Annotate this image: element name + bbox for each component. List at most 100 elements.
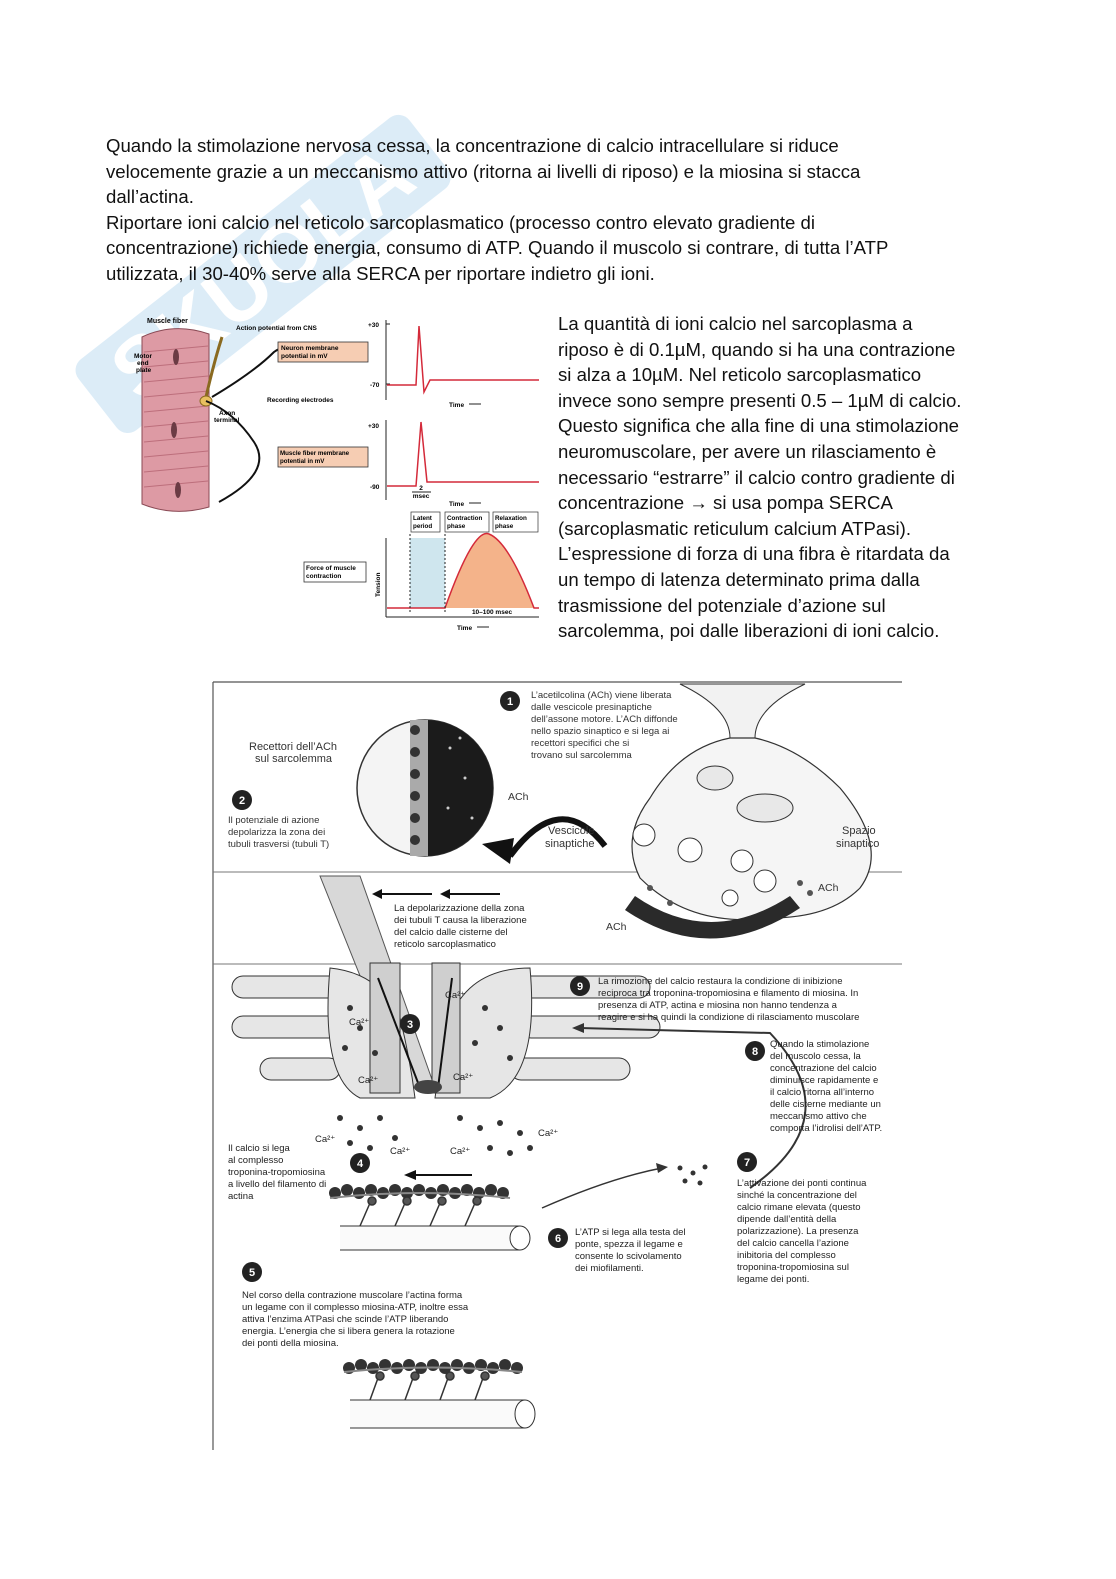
muscle-box-line: Muscle fiber membrane (280, 450, 350, 457)
svg-text:2: 2 (239, 795, 245, 807)
step-badge-7: 7 (737, 1152, 757, 1172)
step-badge-5: 5 (242, 1262, 262, 1282)
svg-text:9: 9 (577, 981, 583, 993)
side-line: L’espressione di forza di una fibra è ri… (558, 543, 950, 565)
step7-line: L’attivazione dei ponti continua (737, 1178, 867, 1189)
step-badge-2: 2 (232, 790, 252, 810)
muscle-potential-graph: +30 -90 2 msec Time (368, 420, 539, 508)
step7-line: calcio rimane elevata (questo (737, 1202, 861, 1213)
side-line: sarcolemma, poi dalle liberazioni di ion… (558, 620, 940, 642)
calcium-bind-line: Il calcio si lega (228, 1143, 290, 1154)
calcium-label: Ca²⁺ (358, 1075, 378, 1086)
svg-text:5: 5 (249, 1267, 255, 1279)
intro-line: utilizzata, il 30-40% serve alla SERCA p… (106, 262, 655, 284)
side-line: un tempo di latenza determinato prima da… (558, 568, 920, 590)
svg-text:8: 8 (752, 1046, 758, 1058)
step7-line: del calcio cancella l’azione (737, 1238, 849, 1249)
side-line: (sarcoplasmatic reticulum calcium ATPasi… (558, 517, 912, 539)
actin-filament-upper (329, 1184, 511, 1199)
intro-line: velocemente grazie a un meccanismo attiv… (106, 160, 861, 182)
calcium-label: Ca²⁺ (445, 990, 465, 1001)
label-motor: Motor (134, 353, 153, 360)
actin-filament-lower (343, 1359, 523, 1374)
time-label: Time (449, 501, 464, 508)
calcium-label: Ca²⁺ (349, 1017, 369, 1028)
myosin-filament-upper (340, 1196, 531, 1251)
label-end: end (137, 360, 149, 367)
depol-line: La depolarizzazione della zona (394, 903, 525, 914)
step6-line: consente lo scivolamento (575, 1251, 682, 1262)
step-badge-4: 4 (350, 1153, 370, 1173)
step5-line: dei ponti della miosina. (242, 1338, 339, 1349)
intro-line: Quando la stimolazione nervosa cessa, la… (106, 135, 839, 156)
intro-line: dall’actina. (106, 186, 194, 208)
step-badge-3: 3 (400, 1014, 420, 1034)
calcium-label: Ca²⁺ (450, 1146, 470, 1157)
action-potential-figure: Muscle fiber Motor end plate Action pote… (134, 318, 539, 632)
step6-line: ponte, spezza il legame e (575, 1239, 683, 1250)
step6-line: L’ATP si lega alla testa del (575, 1227, 686, 1238)
excitation-contraction-figure: 1 2 L’acetilcolina (ACh) viene liberata … (212, 681, 902, 1450)
svg-text:7: 7 (744, 1157, 750, 1169)
relaxation-label: phase (495, 523, 514, 530)
depol-line: reticolo sarcoplasmatico (394, 939, 496, 950)
step1-line: dalle vescicole presinaptiche (531, 702, 652, 713)
tension-label: Tension (375, 573, 382, 597)
step2-line: Il potenziale di azione (228, 815, 319, 826)
msec-label: msec (413, 493, 430, 500)
depol-line: dei tubuli T causa la liberazione (394, 915, 527, 926)
neuron-potential-graph: +30 -70 Time (368, 320, 539, 409)
latent-label: Latent (413, 515, 433, 522)
force-box-line: contraction (306, 573, 341, 580)
svg-text:3: 3 (407, 1019, 413, 1031)
space-label: Spazio (842, 825, 876, 837)
step2-line: depolarizza la zona dei (228, 827, 325, 838)
calcium-label: Ca²⁺ (390, 1146, 410, 1157)
calcium-bind-line: troponina-tropomiosina (228, 1167, 326, 1178)
label-action-potential: Action potential from CNS (236, 325, 318, 332)
label-recording-electrodes: Recording electrodes (267, 397, 334, 404)
step8-line: meccanismo attivo che (770, 1111, 867, 1122)
intro-paragraph: Quando la stimolazione nervosa cessa, la… (106, 133, 1006, 287)
step8-line: comporta l’idrolisi dell’ATP. (770, 1123, 882, 1134)
step8-line: del muscolo cessa, la (770, 1051, 862, 1062)
tick-label: -70 (370, 382, 380, 389)
depol-line: del calcio dalle cisterne del (394, 927, 508, 938)
svg-text:4: 4 (357, 1158, 364, 1170)
calcium-label: Ca²⁺ (538, 1128, 558, 1139)
side-line: Questo significa che alla fine di una st… (558, 415, 960, 437)
step8-line: diminuisce rapidamente e (770, 1075, 878, 1086)
relaxation-label: Relaxation (495, 515, 527, 522)
step7-line: sinché la concentrazione del (737, 1190, 857, 1201)
step1-line: nello spazio sinaptico e si lega ai (531, 726, 669, 737)
vesicles-label: sinaptiche (545, 838, 595, 850)
intro-line: concentrazione) richiede energia, consum… (106, 237, 889, 259)
step-badge-1: 1 (500, 691, 520, 711)
contraction-label: phase (447, 523, 466, 530)
step8-line: il calcio ritorna all’interno (770, 1087, 874, 1098)
step1-line: dell’assone motore. L’ACh diffonde (531, 714, 678, 725)
side-paragraph: La quantità di ioni calcio nel sarcoplas… (558, 311, 1008, 644)
force-box-line: Force of muscle (306, 565, 356, 572)
neuron-potential-box (277, 341, 369, 363)
nerve-terminal (625, 683, 872, 939)
range-label: 10–100 msec (472, 609, 513, 616)
muscle-fiber-drawing (141, 328, 210, 512)
receptors-label: Recettori dell’ACh (249, 741, 337, 753)
step7-line: troponina-tropomiosina sul (737, 1262, 849, 1273)
side-line: riposo è di 0.1µM, quando si ha una cont… (558, 338, 956, 360)
side-line: si alza a 10µM. Nel reticolo sarcoplasma… (558, 364, 922, 386)
step1-line: recettori specifici che si (531, 738, 629, 749)
myosin-filament-lower (350, 1371, 536, 1429)
step9-line: La rimozione del calcio restaura la cond… (598, 976, 843, 987)
step5-line: attiva l’enzima ATPasi che scinde l’ATP … (242, 1314, 448, 1325)
ach-right-label: ACh (818, 882, 839, 894)
force-box (303, 561, 367, 583)
step9-line: reagire e si ha quindi la condizione di … (598, 1012, 859, 1023)
step1-line: L’acetilcolina (ACh) viene liberata (531, 690, 672, 701)
neuron-box-line: Neuron membrane (281, 345, 339, 352)
svg-text:1: 1 (507, 696, 513, 708)
receptors-label: sul sarcolemma (255, 753, 333, 765)
calcium-bind-line: a livello del filamento di (228, 1179, 326, 1190)
step9-line: reciproca tra troponina-tropomiosina e f… (598, 988, 858, 999)
